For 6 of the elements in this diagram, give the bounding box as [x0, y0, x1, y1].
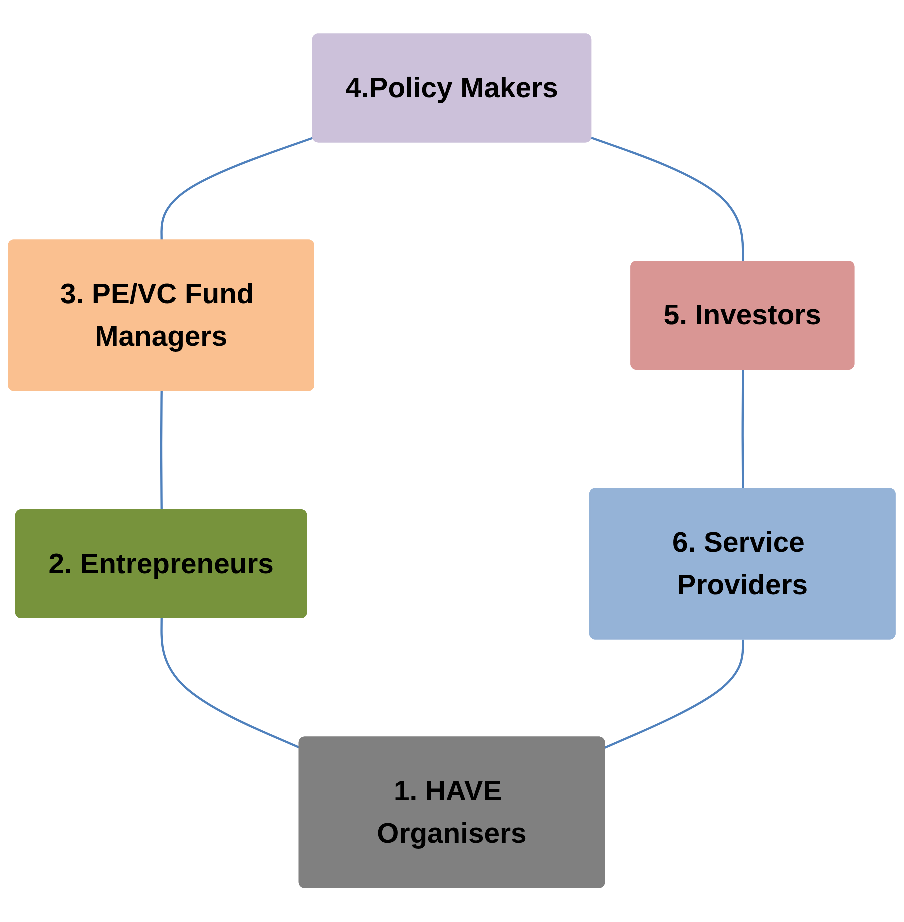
connector [591, 136, 744, 262]
connector [160, 618, 300, 749]
connector [604, 640, 744, 749]
connector [160, 136, 314, 241]
connector [160, 391, 163, 511]
connector [742, 370, 744, 490]
